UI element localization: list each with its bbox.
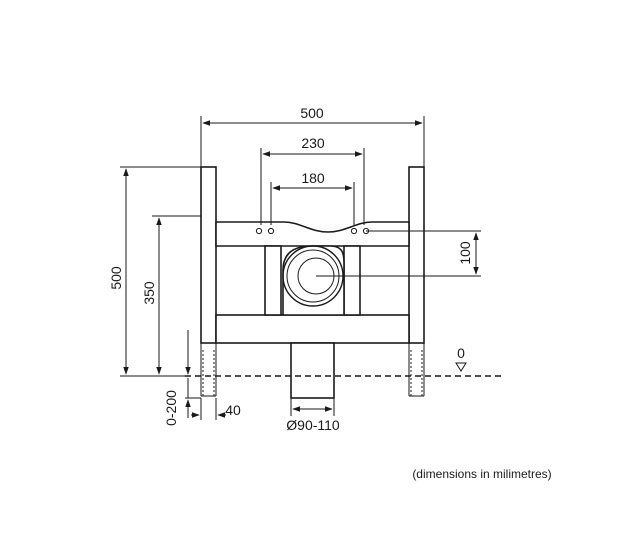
top-rail	[215, 221, 410, 247]
dim-hole-spacing-inner: 180	[270, 170, 355, 225]
drain-pipe	[290, 342, 335, 399]
left-post	[200, 166, 217, 344]
right-leg	[408, 343, 425, 397]
dim-pipe-diameter: Ø90-110	[286, 398, 340, 433]
dim-overall-height: 500	[108, 166, 201, 377]
level-triangle-icon	[455, 362, 467, 372]
dim-leg-width: 40	[191, 398, 241, 420]
dim-label-40: 40	[225, 402, 241, 418]
dim-label-500: 500	[300, 105, 324, 121]
bottom-rail	[215, 314, 410, 344]
dim-label-350: 350	[141, 281, 157, 305]
dim-hole-spacing-outer: 230	[260, 135, 365, 225]
floor-level-marker: 0	[455, 345, 467, 372]
dim-leg-adjustment: 0-200	[163, 330, 201, 426]
dim-label-0-200: 0-200	[163, 390, 179, 426]
units-note: (dimensions in milimetres)	[412, 467, 551, 481]
dim-label-height-500: 500	[108, 266, 124, 290]
right-post	[408, 166, 425, 344]
dim-rail-height: 350	[141, 215, 201, 375]
frame	[200, 166, 425, 399]
dim-label-0: 0	[457, 345, 465, 361]
dim-offset-vertical: 100	[316, 230, 481, 277]
dim-label-100: 100	[457, 241, 473, 265]
dim-label-230: 230	[301, 135, 325, 151]
left-leg	[200, 343, 217, 397]
mount-hole	[267, 227, 275, 235]
dim-overall-width: 500	[200, 105, 425, 167]
dim-label-180: 180	[301, 170, 325, 186]
mount-hole	[255, 227, 263, 235]
dim-label-pipe: Ø90-110	[286, 417, 340, 433]
right-bracket	[343, 245, 361, 316]
left-bracket	[264, 245, 282, 316]
mount-hole	[350, 227, 358, 235]
